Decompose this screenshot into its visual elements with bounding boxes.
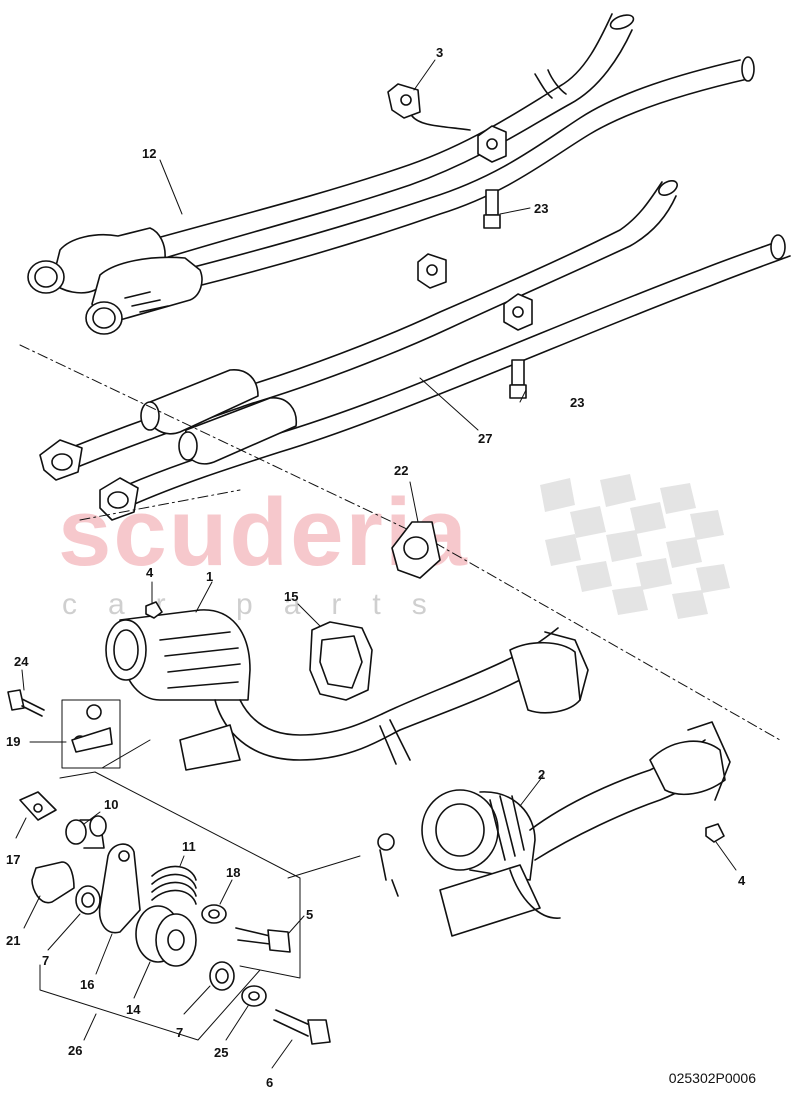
callout-1: 1 xyxy=(206,569,214,584)
callout-27: 27 xyxy=(478,431,493,446)
callout-24: 24 xyxy=(14,654,29,669)
callout-7b: 7 xyxy=(176,1025,184,1040)
callout-2: 2 xyxy=(538,767,546,782)
callout-4-right: 4 xyxy=(738,873,746,888)
callout-5: 5 xyxy=(306,907,314,922)
callout-11: 11 xyxy=(182,839,196,854)
middle-pipe-assembly-27 xyxy=(39,179,791,521)
callout-12: 12 xyxy=(142,146,157,161)
front-pipe-2 xyxy=(421,721,731,937)
callout-25: 25 xyxy=(214,1045,229,1060)
rear-pipe-assembly-12 xyxy=(27,13,755,335)
callout-3: 3 xyxy=(436,45,444,60)
callout-10: 10 xyxy=(104,797,119,812)
mount-hardware-group xyxy=(19,771,331,1045)
callout-22: 22 xyxy=(394,463,409,478)
gasket-22 xyxy=(391,521,441,579)
callout-16: 16 xyxy=(80,977,95,992)
diagram-part-number: 025302P0006 xyxy=(668,1070,756,1086)
callout-23a: 23 xyxy=(534,201,549,216)
bolt-24 xyxy=(7,689,45,717)
callout-19: 19 xyxy=(6,734,21,749)
callout-7a: 7 xyxy=(42,953,50,968)
callout-17: 17 xyxy=(6,852,21,867)
watermark-sub: car parts xyxy=(62,588,458,621)
callout-4-left: 4 xyxy=(146,565,154,580)
front-pipe-1 xyxy=(105,609,589,771)
callout-15: 15 xyxy=(284,589,299,604)
callout-18: 18 xyxy=(226,865,241,880)
callout-6: 6 xyxy=(266,1075,274,1090)
callout-21: 21 xyxy=(6,933,21,948)
callout-23b: 23 xyxy=(570,395,585,410)
callout-26: 26 xyxy=(68,1043,83,1058)
callout-14: 14 xyxy=(126,1002,141,1017)
